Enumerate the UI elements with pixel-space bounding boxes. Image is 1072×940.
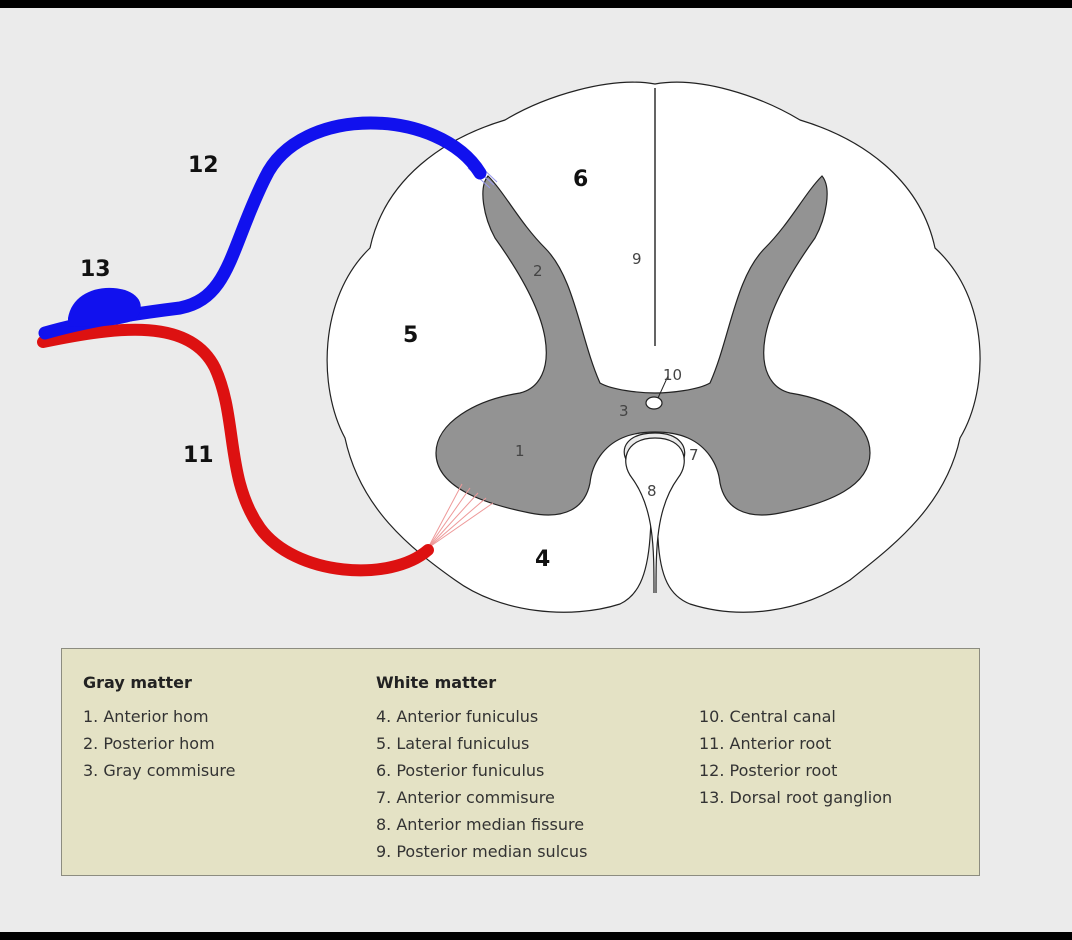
- label-10: 10: [663, 366, 682, 384]
- label-13: 13: [80, 257, 111, 282]
- dorsal-root-ganglion: [68, 287, 141, 327]
- legend-item: 12. Posterior root: [699, 761, 838, 780]
- label-9: 9: [632, 250, 642, 268]
- label-11: 11: [183, 443, 214, 468]
- label-7: 7: [689, 446, 699, 464]
- diagram-canvas: 12 13 11 6 5 4 2 9 10 3 1 7 8 Gray matte…: [0, 8, 1072, 932]
- legend-item: 10. Central canal: [699, 707, 836, 726]
- legend-box: Gray matter 1. Anterior hom 2. Posterior…: [61, 648, 980, 876]
- legend-item: 2. Posterior hom: [83, 734, 215, 753]
- gray-matter: [435, 175, 871, 516]
- legend-item: 4. Anterior funiculus: [376, 707, 539, 726]
- central-canal-pointer: [657, 375, 669, 399]
- label-12: 12: [188, 153, 219, 178]
- legend-item: 6. Posterior funiculus: [376, 761, 545, 780]
- label-6: 6: [573, 167, 588, 192]
- legend-heading-gray-matter: Gray matter: [83, 673, 192, 692]
- label-5: 5: [403, 323, 418, 348]
- legend-item: 1. Anterior hom: [83, 707, 209, 726]
- anterior-rootlets: [427, 483, 494, 549]
- legend-item: 8. Anterior median fissure: [376, 815, 585, 834]
- label-4: 4: [535, 547, 550, 572]
- legend-heading-white-matter: White matter: [376, 673, 497, 692]
- label-1: 1: [515, 442, 525, 460]
- legend-other: 10. Central canal 11. Anterior root 12. …: [699, 707, 892, 815]
- label-8: 8: [647, 482, 657, 500]
- legend-white-matter: White matter 4. Anterior funiculus 5. La…: [376, 673, 587, 869]
- legend-item: 9. Posterior median sulcus: [376, 842, 588, 861]
- legend-item: 3. Gray commisure: [83, 761, 236, 780]
- legend-gray-matter: Gray matter 1. Anterior hom 2. Posterior…: [83, 673, 235, 788]
- central-canal: [645, 396, 663, 410]
- legend-item: 7. Anterior commisure: [376, 788, 555, 807]
- legend-item: 5. Lateral funiculus: [376, 734, 530, 753]
- legend-item: 13. Dorsal root ganglion: [699, 788, 893, 807]
- anterior-median-fissure: [625, 437, 685, 594]
- label-2: 2: [533, 262, 543, 280]
- spinal-cord-diagram: 12 13 11 6 5 4 2 9 10 3 1 7 8: [37, 81, 981, 613]
- label-3: 3: [619, 402, 629, 420]
- legend-item: 11. Anterior root: [699, 734, 832, 753]
- anterior-root: [37, 323, 434, 577]
